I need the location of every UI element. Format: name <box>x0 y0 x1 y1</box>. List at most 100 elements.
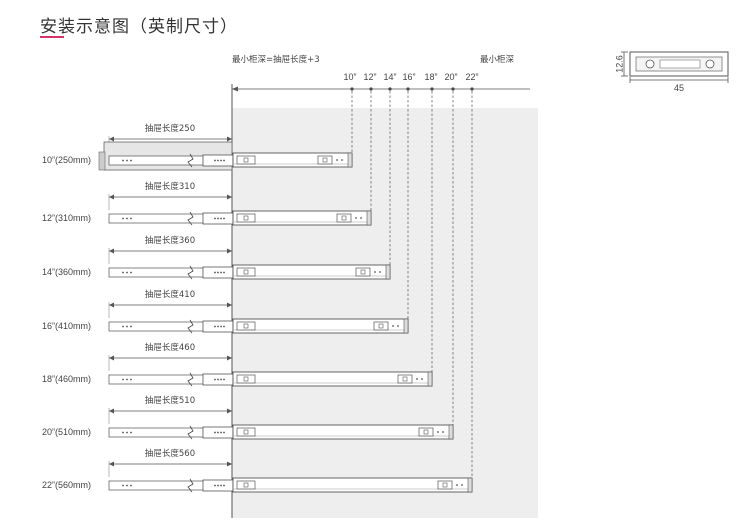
page-title: 安装示意图（英制尺寸） <box>40 17 238 37</box>
screw-hole <box>130 431 132 434</box>
bracket-slot <box>243 482 249 488</box>
screw-hole <box>397 325 399 327</box>
screw-hole <box>336 159 338 161</box>
screw-hole <box>220 484 222 487</box>
size-tick-label: 20” <box>444 72 457 82</box>
screw-hole <box>122 217 124 220</box>
screw-hole <box>126 217 128 220</box>
screw-hole <box>122 431 124 434</box>
rail-profile: 12.6 45 <box>614 51 729 93</box>
dim-arrow-left <box>109 408 114 414</box>
bracket-slot <box>243 215 249 221</box>
dim-arrow-right <box>227 461 232 467</box>
slide-row: 16”(410mm) 抽屉长度410 <box>42 91 409 334</box>
screw-hole <box>130 325 132 328</box>
screw-hole <box>223 378 225 381</box>
profile-channel <box>659 59 701 69</box>
break-symbol <box>187 425 194 440</box>
screw-hole <box>126 271 128 274</box>
screw-hole <box>421 378 423 380</box>
profile-ball-right <box>705 59 715 69</box>
bracket-slot <box>402 376 408 382</box>
bracket-slot <box>243 323 249 329</box>
drawer-length-label: 抽屉长度510 <box>145 395 195 406</box>
size-tick-dot <box>430 87 434 91</box>
rail-end-cap <box>347 152 353 168</box>
bracket-slot <box>243 376 249 382</box>
screw-hole <box>130 159 132 162</box>
min-depth-formula-label: 最小柜深=抽屉长度+3 <box>232 54 320 65</box>
screw-hole <box>214 325 216 328</box>
screw-hole <box>214 378 216 381</box>
screw-hole <box>126 431 128 434</box>
size-tick-dot <box>470 87 474 91</box>
rail-end-cap <box>385 264 391 280</box>
dim-arrow-left <box>109 194 114 200</box>
screw-hole <box>220 217 222 220</box>
size-tick-label: 22” <box>465 72 478 82</box>
screw-hole <box>217 378 219 381</box>
slide-size-label: 10”(250mm) <box>42 155 91 165</box>
bracket-slot <box>243 269 249 275</box>
bracket-slot <box>341 215 347 221</box>
dim-arrow-right <box>227 248 232 254</box>
screw-hole <box>217 484 219 487</box>
drawer-length-label: 抽屉长度410 <box>145 289 195 300</box>
size-tick-dot <box>451 87 455 91</box>
screw-hole <box>122 378 124 381</box>
screw-hole <box>220 159 222 162</box>
slide-row: 22”(560mm) 抽屉长度560 <box>42 91 473 493</box>
screw-hole <box>220 325 222 328</box>
size-tick-dot <box>388 87 392 91</box>
drawer-handle <box>98 151 106 171</box>
slide-row: 12”(310mm)抽屉长度310 <box>42 91 372 226</box>
dim-arrow-right <box>227 194 232 200</box>
screw-hole <box>214 159 216 162</box>
break-symbol <box>187 372 194 387</box>
screw-hole <box>214 217 216 220</box>
break-symbol <box>187 153 194 168</box>
slide-row: 20”(510mm)抽屉长度510 <box>42 91 454 440</box>
break-symbol <box>187 478 194 493</box>
drawer-length-label: 抽屉长度460 <box>145 342 195 353</box>
slide-row: 18”(460mm)抽屉长度460 <box>42 91 433 387</box>
screw-hole <box>223 431 225 434</box>
drawer-length-label: 抽屉长度560 <box>145 448 195 459</box>
screw-hole <box>122 484 124 487</box>
screw-hole <box>442 431 444 433</box>
bracket-slot <box>243 429 249 435</box>
slide-size-label: 16”(410mm) <box>42 321 91 331</box>
screw-hole <box>126 159 128 162</box>
min-depth-label: 最小柜深 <box>480 54 515 65</box>
bracket-slot <box>442 482 448 488</box>
screw-hole <box>374 271 376 273</box>
screw-hole <box>130 217 132 220</box>
screw-hole <box>223 484 225 487</box>
dim-arrow-left <box>109 461 114 467</box>
bracket-slot <box>243 157 249 163</box>
screw-hole <box>416 378 418 380</box>
screw-hole <box>126 378 128 381</box>
screw-hole <box>130 271 132 274</box>
dim-arrow-right <box>227 355 232 361</box>
rail-end-cap <box>448 424 454 440</box>
size-tick-label: 10” <box>343 72 356 82</box>
slide-outer-rail <box>232 477 473 493</box>
size-ticks: 10”12”14”16”18”20”22” <box>343 72 479 91</box>
screw-hole <box>456 484 458 486</box>
dim-arrow-left <box>109 355 114 361</box>
screw-hole <box>217 217 219 220</box>
size-tick-label: 18” <box>424 72 437 82</box>
slide-size-label: 22”(560mm) <box>42 480 91 490</box>
screw-hole <box>355 217 357 219</box>
slide-rows: 10”(250mm)抽屉长度25012”(310mm)抽屉长度31014”(36… <box>42 91 473 493</box>
slide-row: 14”(360mm)抽屉长度360 <box>42 91 391 280</box>
title-underline <box>40 36 64 38</box>
bracket-slot <box>423 429 429 435</box>
dim-arrow-left <box>109 136 114 142</box>
rail-end-cap <box>427 371 433 387</box>
slide-size-label: 14”(360mm) <box>42 267 91 277</box>
rail-end-cap <box>366 210 372 226</box>
screw-hole <box>217 271 219 274</box>
cabinet-area <box>232 108 538 518</box>
